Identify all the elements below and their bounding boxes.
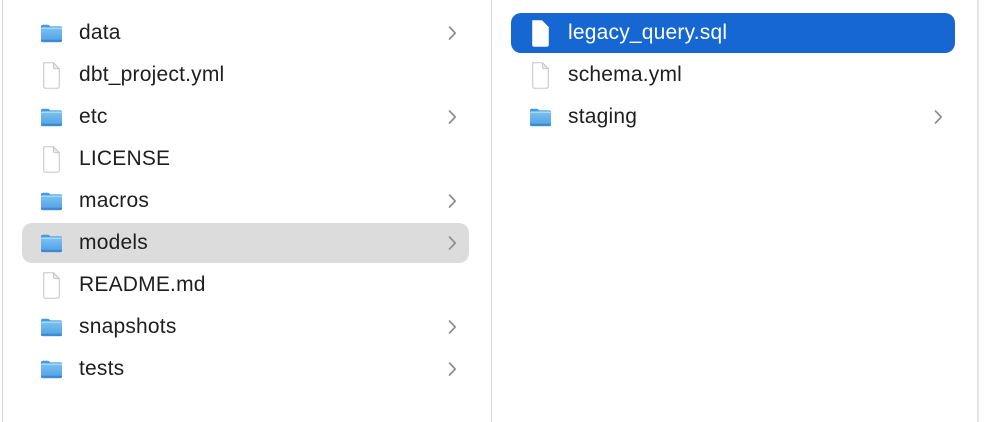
file-row-dbt_project.yml[interactable]: dbt_project.yml [22,55,469,95]
chevron-right-icon [448,25,457,41]
file-icon [38,145,65,174]
folder-icon [38,233,65,254]
item-label: macros [79,189,150,212]
folder-row-tests[interactable]: tests [22,349,469,389]
file-icon [38,61,65,90]
folder-row-staging[interactable]: staging [511,97,955,137]
folder-icon [38,191,65,212]
item-label: dbt_project.yml [79,63,225,86]
file-icon [527,19,554,48]
chevron-right-icon [448,319,457,335]
item-label: snapshots [79,315,177,338]
finder-column-parent: data dbt_project.yml etc LICENSE macros [3,0,491,422]
folder-icon [527,107,554,128]
finder-column-child: legacy_query.sql schema.yml staging [492,0,977,422]
folder-row-models[interactable]: models [22,223,469,263]
item-label: etc [79,105,108,128]
left-column-edge-divider [2,0,3,422]
folder-icon [38,317,65,338]
item-label: tests [79,357,125,380]
column-resize-divider[interactable] [491,0,492,422]
item-label: legacy_query.sql [568,21,728,44]
file-row-schema.yml[interactable]: schema.yml [511,55,955,95]
file-row-legacy_query.sql[interactable]: legacy_query.sql [511,13,955,53]
folder-icon [38,107,65,128]
file-icon [527,61,554,90]
file-row-LICENSE[interactable]: LICENSE [22,139,469,179]
right-column-resize-divider[interactable] [977,0,979,422]
item-label: LICENSE [79,147,171,170]
file-row-README.md[interactable]: README.md [22,265,469,305]
folder-row-etc[interactable]: etc [22,97,469,137]
item-label: README.md [79,273,206,296]
folder-icon [38,359,65,380]
item-label: schema.yml [568,63,683,86]
next-column-sliver [979,0,984,422]
chevron-right-icon [448,235,457,251]
folder-row-data[interactable]: data [22,13,469,53]
chevron-right-icon [934,109,943,125]
chevron-right-icon [448,193,457,209]
item-label: staging [568,105,638,128]
chevron-right-icon [448,361,457,377]
item-label: data [79,21,121,44]
file-icon [38,271,65,300]
item-label: models [79,231,148,254]
folder-row-macros[interactable]: macros [22,181,469,221]
folder-icon [38,23,65,44]
chevron-right-icon [448,109,457,125]
folder-row-snapshots[interactable]: snapshots [22,307,469,347]
